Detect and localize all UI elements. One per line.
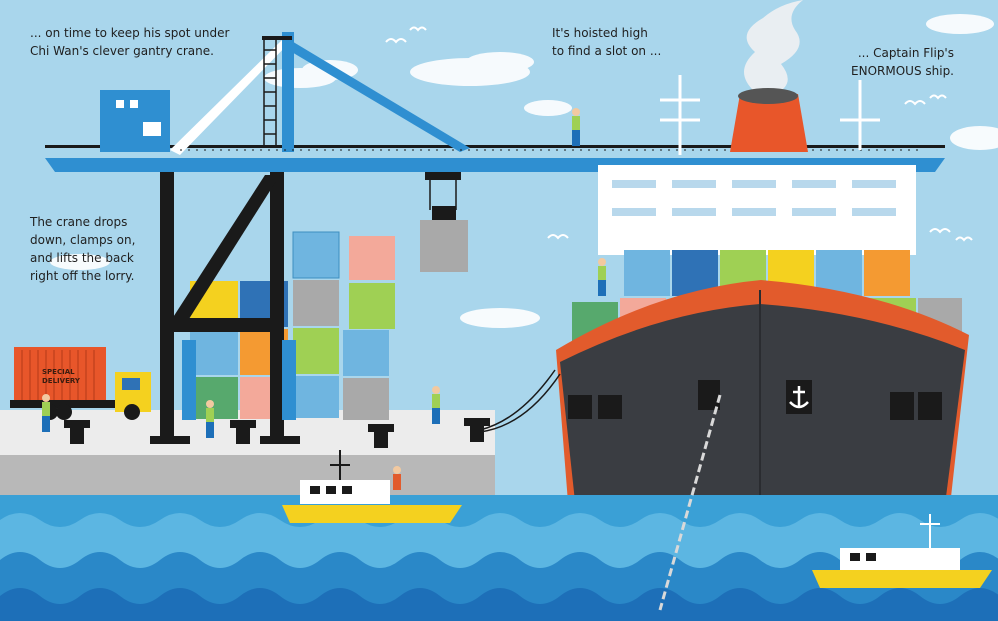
caption-top-left: ... on time to keep his spot under Chi W… bbox=[30, 24, 229, 60]
caption-top-right: ... Captain Flip's ENORMOUS ship. bbox=[851, 44, 954, 80]
caption-line: ENORMOUS ship. bbox=[851, 64, 954, 78]
container bbox=[624, 250, 670, 296]
container bbox=[190, 329, 238, 375]
bollard-icon bbox=[64, 418, 490, 448]
ship-icon bbox=[556, 75, 969, 520]
smoke bbox=[744, 0, 803, 94]
tugboat-icon bbox=[282, 450, 992, 588]
anchor-icon bbox=[789, 386, 809, 409]
container bbox=[293, 280, 339, 326]
container bbox=[343, 378, 389, 420]
caption-line: ... Captain Flip's bbox=[857, 46, 954, 60]
container bbox=[293, 328, 339, 374]
lorry-icon: SPECIAL DELIVERY bbox=[10, 347, 151, 420]
caption-line: right off the lorry. bbox=[30, 269, 135, 283]
caption-line: and lifts the back bbox=[30, 251, 134, 265]
container bbox=[349, 236, 395, 280]
caption-line: It's hoisted high bbox=[552, 26, 648, 40]
container bbox=[293, 376, 339, 418]
caption-line: ... on time to keep his spot under bbox=[30, 26, 230, 40]
caption-line: Chi Wan's clever gantry crane. bbox=[30, 44, 214, 58]
caption-line: The crane drops bbox=[30, 215, 128, 229]
container bbox=[292, 231, 340, 279]
caption-line: down, clamps on, bbox=[30, 233, 136, 247]
container bbox=[349, 283, 395, 329]
lorry-label-line1: SPECIAL bbox=[42, 368, 75, 376]
container bbox=[343, 330, 389, 376]
container bbox=[420, 220, 468, 272]
bird-icon bbox=[385, 26, 973, 242]
caption-left-middle: The crane drops down, clamps on, and lif… bbox=[30, 213, 135, 285]
caption-line: to find a slot on ... bbox=[552, 44, 662, 58]
caption-top-middle: It's hoisted high to find a slot on ... bbox=[552, 24, 661, 60]
container bbox=[864, 250, 910, 296]
chain-icon bbox=[658, 394, 722, 611]
lorry-label-line2: DELIVERY bbox=[42, 377, 81, 385]
